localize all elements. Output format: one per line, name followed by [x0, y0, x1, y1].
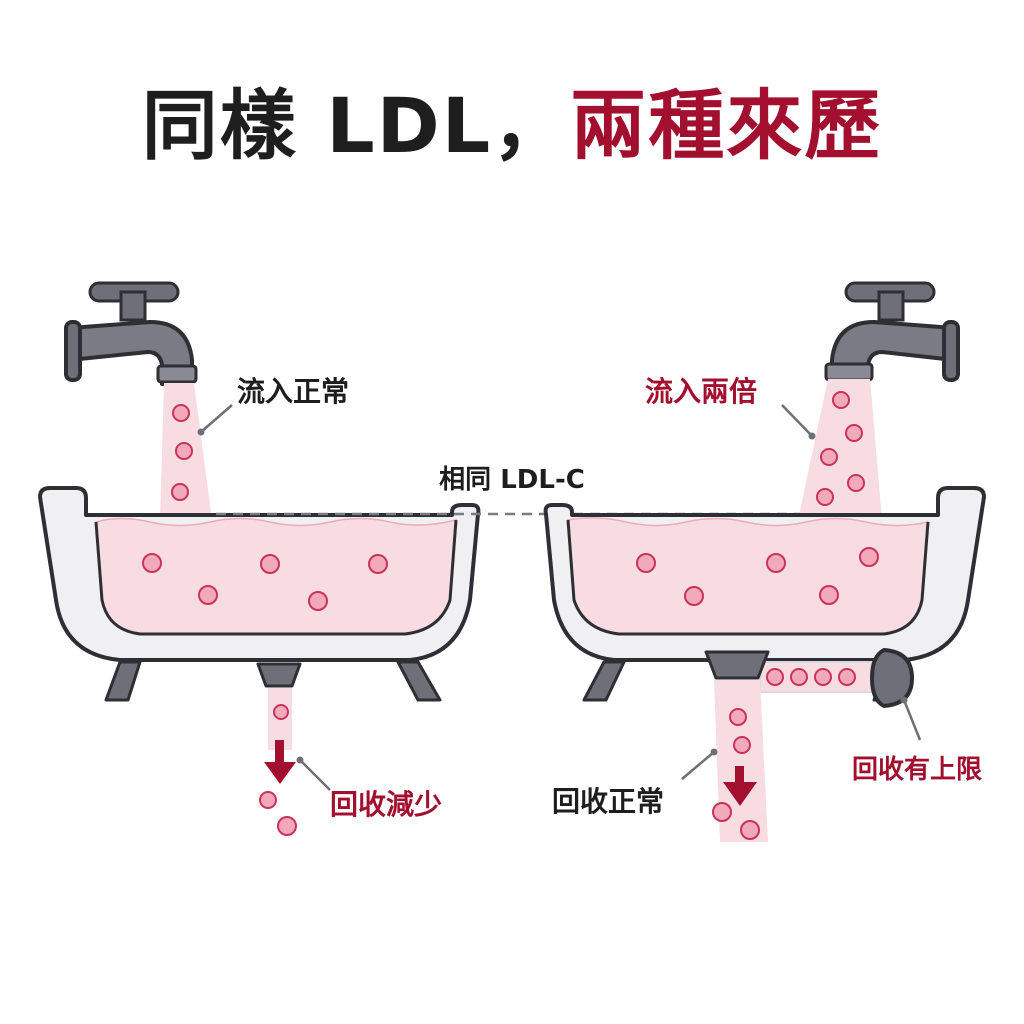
particle: [733, 736, 751, 754]
leader-line: [681, 751, 715, 780]
particle: [816, 488, 834, 506]
particle: [308, 591, 328, 611]
leader-line: [200, 404, 233, 433]
particle: [838, 668, 856, 686]
particle: [740, 820, 760, 840]
right-outflow-arrow-icon: [723, 766, 757, 806]
particle: [712, 802, 732, 822]
right-bathtub: 流入兩倍 回收正常 回收有上限: [543, 281, 986, 842]
particle: [766, 553, 786, 573]
right-drain-icon: [704, 650, 770, 680]
right-tub-water: [567, 517, 929, 635]
particle: [277, 816, 297, 836]
particle: [142, 553, 162, 573]
left-inflow-label: 流入正常: [237, 375, 349, 408]
right-tub-foot: [582, 660, 626, 702]
particle: [259, 791, 277, 809]
left-outflow-arrow-icon: [264, 740, 296, 784]
same-ldl-c-label: 相同 LDL-C: [439, 465, 585, 495]
particle: [820, 448, 838, 466]
particle: [845, 424, 863, 442]
particle: [766, 668, 784, 686]
left-tub-foot: [104, 660, 142, 702]
page-title: 同樣 LDL，兩種來歷: [0, 80, 1024, 171]
particle: [684, 586, 704, 606]
particle: [260, 554, 280, 574]
right-inflow-label: 流入兩倍: [645, 375, 757, 408]
particle: [832, 391, 850, 409]
right-side-valve-label: 回收有上限: [852, 755, 982, 785]
leader-line: [902, 699, 922, 741]
leader-line: [299, 759, 331, 791]
right-outflow-label: 回收正常: [552, 785, 664, 818]
left-drain-icon: [256, 662, 302, 688]
particle: [175, 442, 193, 460]
particle: [636, 553, 656, 573]
title-part-same-ldl: 同樣 LDL，: [141, 81, 571, 170]
particle: [729, 708, 747, 726]
particle: [172, 404, 190, 422]
left-tub-foot: [396, 660, 442, 702]
particle: [847, 474, 865, 492]
left-bathtub: 流入正常 回收減少: [38, 281, 481, 836]
particle: [171, 483, 189, 501]
particle: [368, 554, 388, 574]
title-part-two-origins: 兩種來歷: [570, 81, 883, 170]
left-outflow-label: 回收減少: [330, 788, 442, 821]
particle: [198, 585, 218, 605]
particle: [814, 668, 832, 686]
particle: [819, 585, 839, 605]
particle: [790, 668, 808, 686]
left-faucet-icon: [64, 281, 198, 386]
right-faucet-icon: [824, 281, 960, 382]
leader-line: [781, 404, 813, 437]
particle: [859, 547, 879, 567]
left-tub-water: [95, 517, 457, 635]
side-valve-icon: [870, 648, 914, 708]
particle: [273, 704, 289, 720]
right-outflow-stream: [714, 680, 768, 842]
